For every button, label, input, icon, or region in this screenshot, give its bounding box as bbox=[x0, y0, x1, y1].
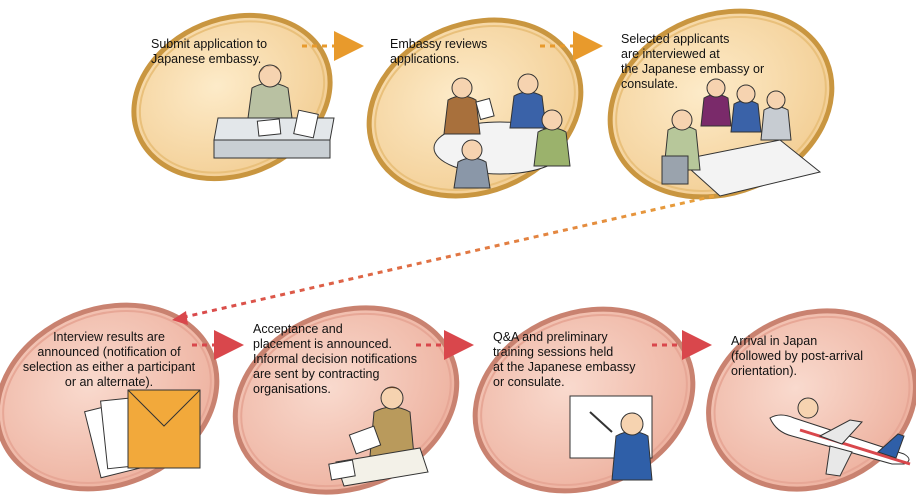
step-7-bubble bbox=[706, 308, 916, 492]
step-7-text: Arrival in Japan (followed by post-arriv… bbox=[731, 334, 863, 378]
envelope-icon bbox=[84, 389, 201, 479]
step-2-text: Embassy reviews applications. bbox=[390, 37, 488, 66]
arrow-3-4-head bbox=[172, 311, 188, 325]
step-1-bubble bbox=[131, 12, 333, 182]
step-5-text: Acceptance and placement is announced. I… bbox=[253, 322, 417, 396]
step-1-text: Submit application to Japanese embassy. bbox=[151, 37, 268, 66]
step-6-text: Q&A and preliminary training sessions he… bbox=[493, 330, 636, 389]
officer-announcing-icon bbox=[328, 386, 429, 487]
step-3-text: Selected applicants are interviewed at t… bbox=[621, 32, 765, 91]
airplane-icon bbox=[769, 397, 911, 477]
presenter-board-icon bbox=[569, 395, 653, 481]
arrow-3-4 bbox=[179, 194, 715, 320]
reviewers-meeting-icon bbox=[433, 73, 571, 189]
clerk-at-desk-icon bbox=[213, 64, 335, 159]
interview-panel-icon bbox=[661, 78, 822, 197]
step-4-text: Interview results are announced (notific… bbox=[22, 330, 196, 389]
